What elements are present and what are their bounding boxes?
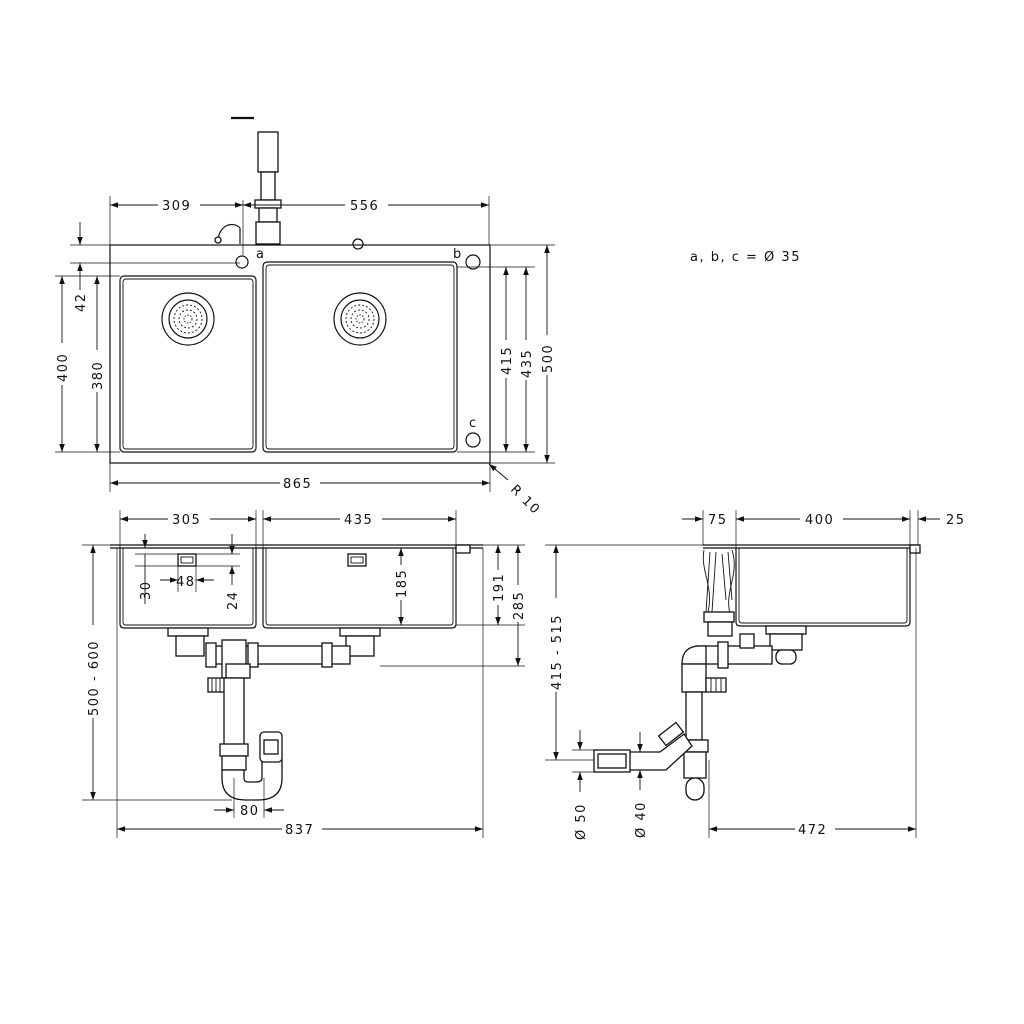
top-view: a b c 309 556 42 400 380 415: [55, 116, 556, 518]
dim-top-r10: R 10: [507, 482, 543, 518]
faucet-icon: [214, 116, 282, 245]
dim-side-d50: Ø 50: [574, 803, 589, 840]
hole-b-icon: [465, 254, 481, 270]
dim-top-415: 415: [500, 346, 515, 375]
dim-top-42: 42: [74, 292, 89, 312]
dim-side-415-515: 415 - 515: [550, 614, 565, 690]
dim-front-80: 80: [240, 804, 260, 819]
dim-top-556: 556: [350, 199, 379, 214]
sink-outline: [109, 244, 491, 464]
dim-front-837: 837: [285, 823, 314, 838]
dim-front-24: 24: [226, 590, 241, 610]
dim-side-75: 75: [708, 513, 728, 528]
dim-front-48: 48: [176, 575, 196, 590]
dim-top-865: 865: [283, 477, 312, 492]
dim-side-25: 25: [946, 513, 966, 528]
front-view: 305 435 30 48 24 185 191 285: [82, 510, 527, 838]
dim-top-380: 380: [91, 361, 106, 390]
hole-a-icon: [235, 255, 249, 269]
side-dishwasher-connector-icon: [705, 677, 727, 693]
dim-top-435: 435: [520, 349, 535, 378]
dim-top-309: 309: [162, 199, 191, 214]
dim-side-d40: Ø 40: [634, 801, 649, 838]
dim-side-400: 400: [805, 513, 834, 528]
bowl-left: [119, 275, 257, 453]
dim-front-185: 185: [395, 569, 410, 598]
legend-note: a, b, c = Ø 35: [690, 250, 801, 265]
tap-hole-icon: [352, 238, 364, 250]
dim-front-435: 435: [344, 513, 373, 528]
side-view: 75 400 25 415 - 515 Ø 50 Ø 40 472: [545, 510, 966, 840]
hole-a-label: a: [256, 247, 265, 262]
drain-left-icon: [161, 292, 215, 346]
hole-c-icon: [465, 432, 481, 448]
dim-front-285: 285: [512, 591, 527, 620]
dim-front-191: 191: [492, 573, 507, 602]
dim-front-305: 305: [172, 513, 201, 528]
drain-right-icon: [333, 292, 387, 346]
dim-front-30: 30: [139, 580, 154, 600]
bowl-right: [262, 261, 458, 453]
dim-top-400: 400: [56, 353, 71, 382]
dim-side-472: 472: [798, 823, 827, 838]
hole-c-label: c: [469, 416, 478, 431]
hole-b-label: b: [453, 247, 463, 262]
dim-front-500-600: 500 - 600: [87, 640, 102, 716]
dim-top-500: 500: [541, 344, 556, 373]
dishwasher-connector-icon: [207, 677, 227, 693]
